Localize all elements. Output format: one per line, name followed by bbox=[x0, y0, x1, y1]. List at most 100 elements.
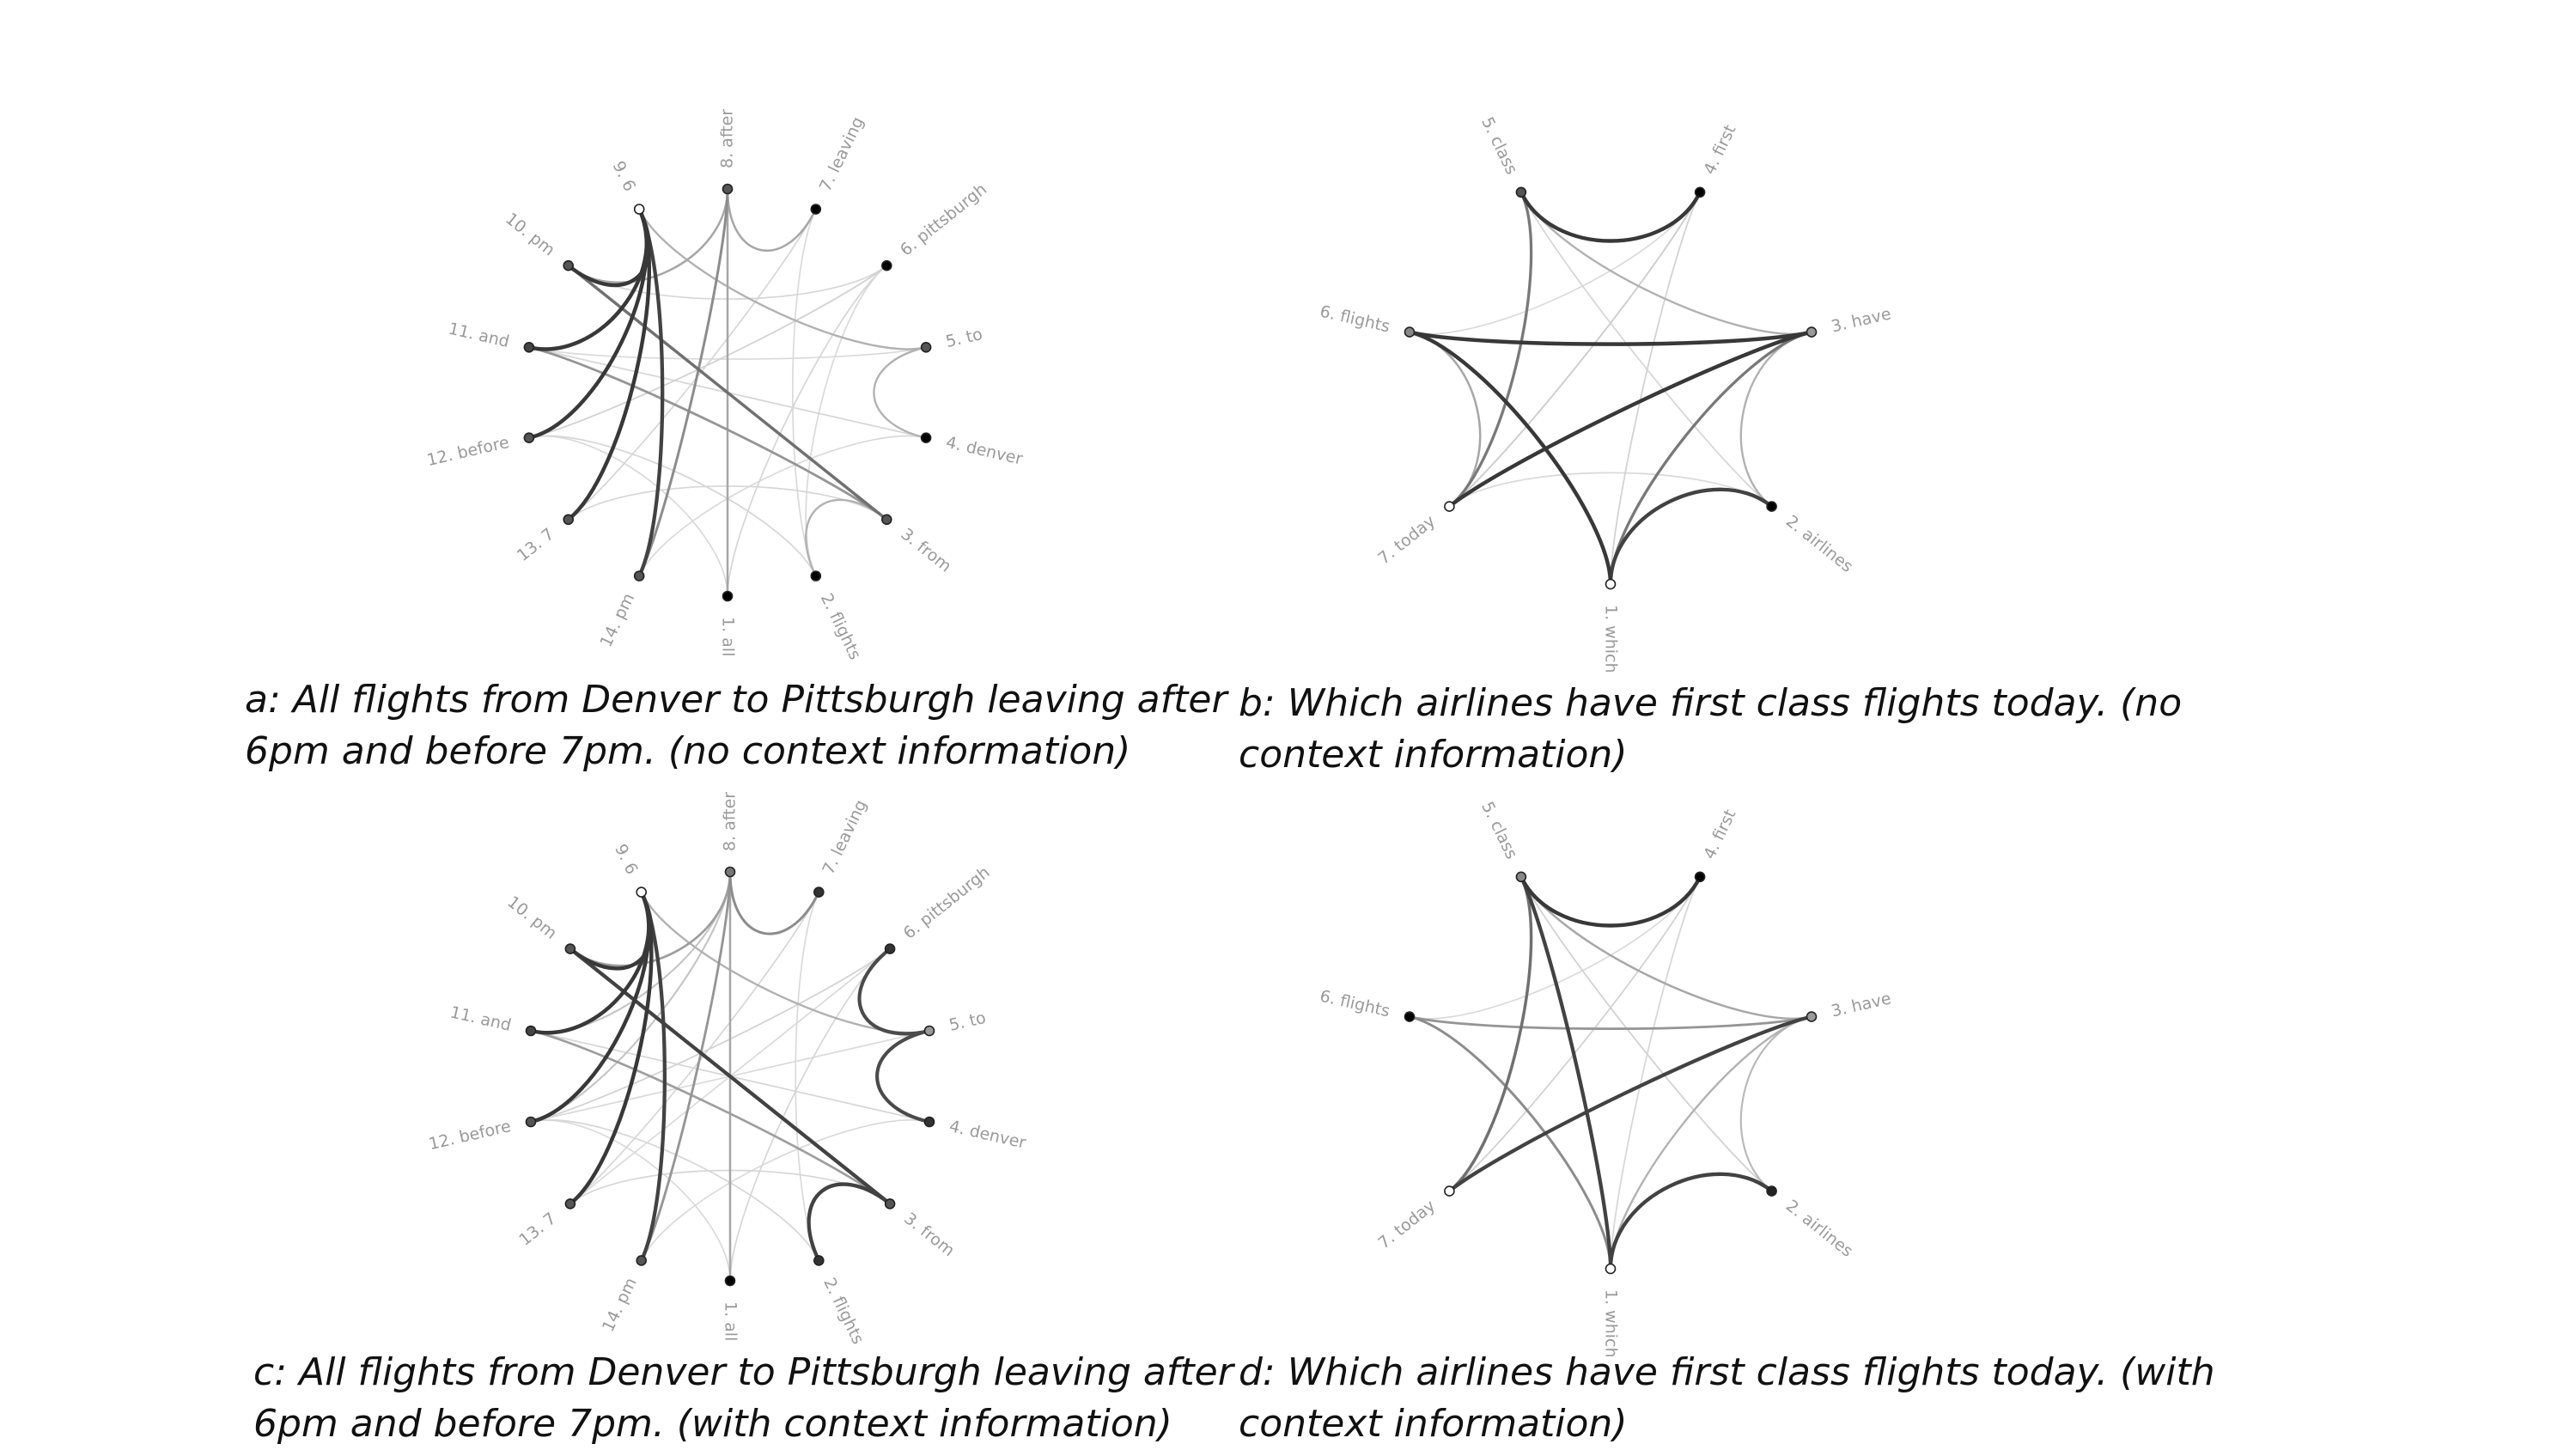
node-b-4 bbox=[1694, 186, 1706, 198]
node-label-c-11: 11. and bbox=[448, 1002, 513, 1035]
node-label-a-12: 12. before bbox=[425, 433, 511, 470]
node-b-6 bbox=[1404, 326, 1416, 338]
caption-a: a: All flights from Denver to Pittsburgh… bbox=[245, 678, 1227, 773]
node-label-b-1: 1. which bbox=[1602, 605, 1621, 673]
edge-a-11-3 bbox=[527, 345, 888, 521]
node-d-6 bbox=[1404, 1011, 1416, 1022]
node-a-4 bbox=[920, 432, 932, 444]
node-label-d-5: 5. class bbox=[1477, 799, 1521, 862]
edge-d-5-1 bbox=[1519, 874, 1613, 1271]
node-label-a-10: 10. pm bbox=[502, 210, 558, 260]
node-label-a-6: 6. pittsburgh bbox=[897, 180, 990, 259]
node-label-d-2: 2. airlines bbox=[1782, 1197, 1856, 1261]
edge-a-9-10 bbox=[566, 207, 651, 288]
node-label-d-7: 7. today bbox=[1374, 1197, 1439, 1253]
node-label-a-2: 2. flights bbox=[817, 590, 865, 662]
edge-b-1-2 bbox=[1608, 487, 1774, 587]
edge-c-9-10 bbox=[568, 890, 654, 971]
edge-c-7-2 bbox=[795, 891, 820, 1262]
node-label-b-2: 2. airlines bbox=[1782, 512, 1856, 576]
caption-c: c: All flights from Denver to Pittsburgh… bbox=[253, 1350, 1233, 1446]
node-label-d-6: 6. flights bbox=[1318, 987, 1392, 1021]
edge-c-4-5 bbox=[875, 1028, 932, 1124]
edge-c-6-5 bbox=[857, 947, 932, 1036]
node-label-a-14: 14. pm bbox=[596, 590, 638, 650]
node-a-1 bbox=[722, 590, 734, 602]
node-d-3 bbox=[1806, 1011, 1818, 1022]
edge-b-7-3 bbox=[1447, 330, 1814, 509]
edge-a-4-14 bbox=[638, 435, 927, 577]
node-label-c-3: 3. from bbox=[900, 1209, 958, 1260]
node-a-6 bbox=[881, 259, 892, 271]
node-label-d-4: 4. first bbox=[1700, 807, 1739, 862]
node-label-a-4: 4. denver bbox=[944, 433, 1025, 469]
node-label-d-3: 3. have bbox=[1830, 989, 1893, 1020]
node-label-c-2: 2. flights bbox=[819, 1275, 868, 1347]
edge-d-7-3 bbox=[1447, 1014, 1814, 1193]
caption-b: b: Which airlines have first class fligh… bbox=[1239, 681, 2183, 777]
node-a-8 bbox=[722, 183, 734, 195]
node-c-10 bbox=[564, 943, 576, 954]
edge-c-8-14 bbox=[640, 870, 732, 1262]
node-label-c-1: 1. all bbox=[722, 1301, 740, 1341]
node-label-a-3: 3. from bbox=[898, 525, 955, 576]
node-label-b-6: 6. flights bbox=[1318, 302, 1392, 337]
node-c-3 bbox=[884, 1198, 896, 1209]
node-label-a-13: 13. 7 bbox=[514, 525, 558, 565]
edge-c-2-12 bbox=[530, 1119, 820, 1262]
edge-a-6-12 bbox=[528, 265, 888, 439]
edge-b-2-3 bbox=[1739, 331, 1813, 508]
edge-b-6-3 bbox=[1407, 330, 1814, 346]
node-b-5 bbox=[1515, 186, 1527, 198]
node-d-4 bbox=[1694, 871, 1706, 883]
edge-d-4-1 bbox=[1610, 875, 1701, 1270]
node-c-7 bbox=[813, 886, 825, 898]
node-a-14 bbox=[633, 570, 645, 582]
node-b-1 bbox=[1605, 578, 1617, 590]
node-c-4 bbox=[923, 1116, 935, 1128]
node-label-a-7: 7. leaving bbox=[816, 114, 868, 195]
edge-a-8-14 bbox=[637, 187, 729, 577]
edge-a-9-13 bbox=[566, 207, 651, 522]
node-a-5 bbox=[920, 341, 932, 353]
node-label-b-7: 7. today bbox=[1374, 512, 1439, 569]
edge-a-6-2 bbox=[805, 265, 888, 577]
node-d-1 bbox=[1605, 1263, 1617, 1275]
edge-b-4-7 bbox=[1448, 191, 1702, 508]
node-c-2 bbox=[813, 1255, 825, 1266]
edge-d-6-1 bbox=[1408, 1015, 1612, 1270]
node-b-3 bbox=[1806, 326, 1818, 338]
node-label-c-10: 10. pm bbox=[503, 893, 560, 943]
edge-a-1-12 bbox=[528, 436, 728, 597]
node-a-3 bbox=[881, 514, 892, 526]
node-a-9 bbox=[633, 204, 645, 215]
edge-d-5-2 bbox=[1520, 875, 1773, 1192]
node-c-12 bbox=[525, 1116, 537, 1128]
node-a-2 bbox=[810, 570, 822, 582]
node-c-8 bbox=[724, 866, 736, 878]
node-label-a-8: 8. after bbox=[718, 109, 737, 168]
node-label-c-13: 13. 7 bbox=[515, 1209, 560, 1249]
edge-b-4-1 bbox=[1610, 191, 1701, 585]
node-label-a-5: 5. to bbox=[944, 325, 984, 351]
edge-a-7-2 bbox=[791, 208, 817, 577]
edge-b-5-4 bbox=[1519, 190, 1702, 243]
node-a-10 bbox=[563, 259, 575, 271]
node-label-c-8: 8. after bbox=[721, 792, 740, 851]
edge-d-6-3 bbox=[1408, 1015, 1813, 1031]
node-b-7 bbox=[1444, 501, 1455, 512]
node-label-c-4: 4. denver bbox=[947, 1117, 1028, 1153]
edge-d-4-7 bbox=[1448, 875, 1701, 1192]
node-label-b-5: 5. class bbox=[1477, 114, 1521, 178]
edge-b-5-3 bbox=[1519, 191, 1813, 335]
edge-b-6-1 bbox=[1407, 330, 1613, 587]
node-c-11 bbox=[525, 1025, 537, 1037]
edge-c-11-3 bbox=[529, 1029, 892, 1205]
edge-d-5-4 bbox=[1519, 874, 1702, 928]
